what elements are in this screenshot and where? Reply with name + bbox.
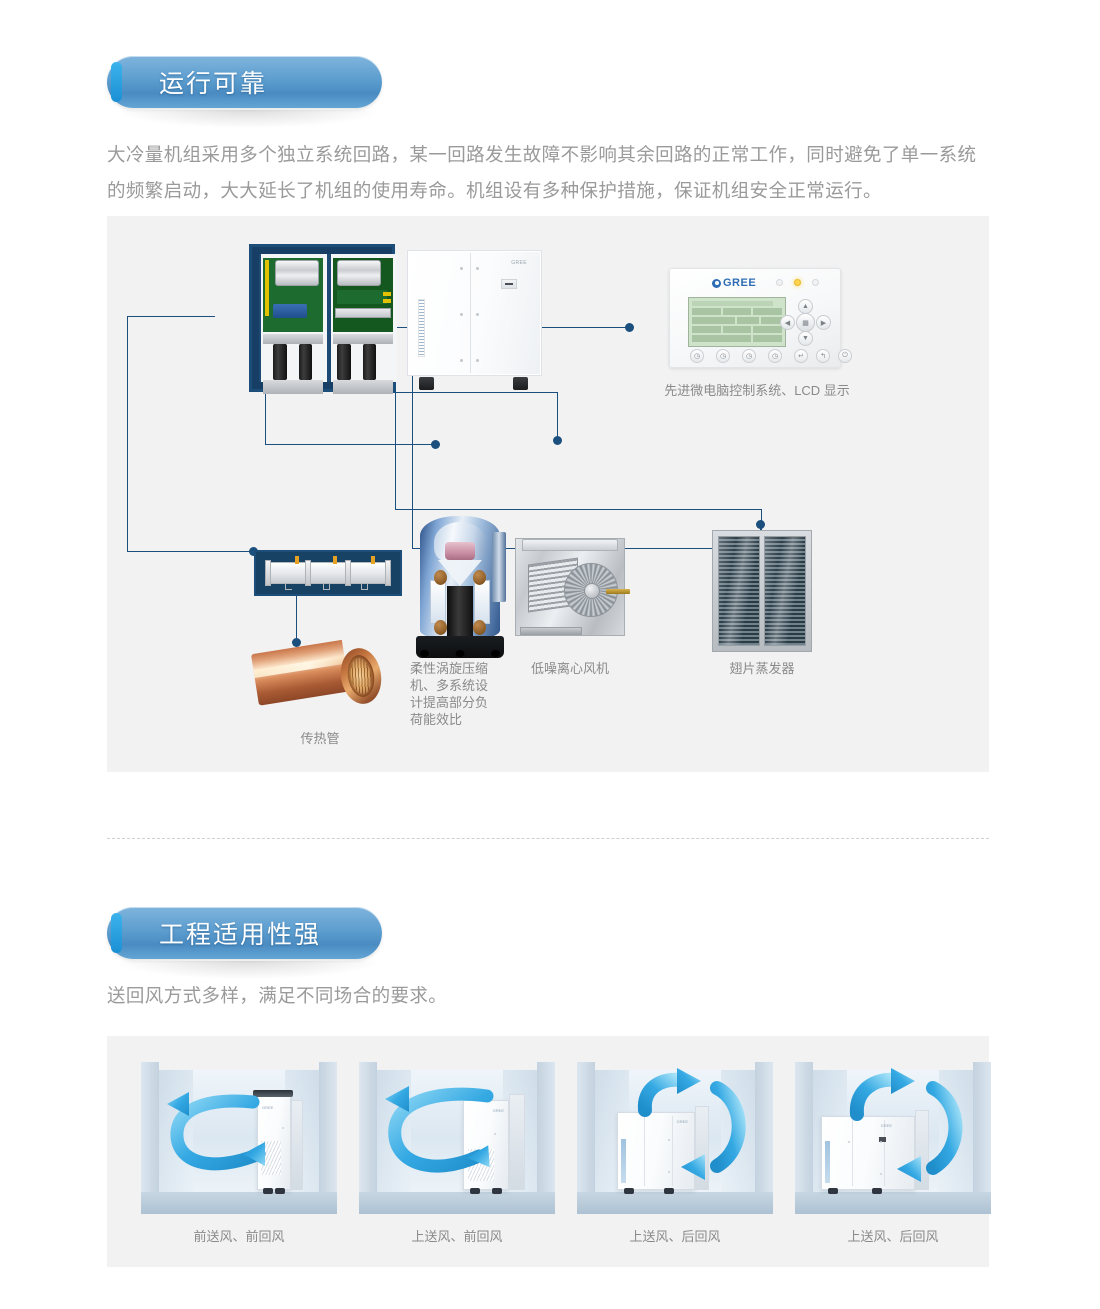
gree-mark-icon bbox=[712, 278, 721, 288]
section-2-title: 工程适用性强 bbox=[159, 921, 322, 949]
power-button[interactable]: ⏻ bbox=[838, 349, 852, 363]
section-2-paragraph: 送回风方式多样，满足不同场合的要求。 bbox=[107, 985, 448, 1006]
badge-pill: 工程适用性强 bbox=[107, 907, 382, 962]
connector-line bbox=[395, 509, 761, 510]
dpad-center-button[interactable]: ▦ bbox=[796, 313, 815, 332]
connector-line bbox=[127, 551, 259, 552]
airflow-arrow-1 bbox=[167, 1092, 266, 1171]
function-button[interactable]: ◷ bbox=[690, 349, 704, 363]
indoor-unit: GREE bbox=[463, 1100, 509, 1194]
enter-button[interactable]: ↵ bbox=[794, 349, 808, 363]
section-1-title: 运行可靠 bbox=[159, 70, 268, 98]
scroll-compressor-image bbox=[412, 506, 508, 658]
connector-line bbox=[395, 272, 396, 509]
section-1-paragraph: 大冷量机组采用多个独立系统回路，某一回路发生故障不影响其余回路的正常工作，同时避… bbox=[107, 144, 977, 201]
connector-line bbox=[127, 316, 215, 317]
badge-shadow bbox=[117, 110, 379, 128]
caption-controller: 先进微电脑控制系统、LCD 显示 bbox=[664, 383, 850, 398]
section-2-airflow-panel: GREE 前送风、前回风 bbox=[107, 1036, 991, 1267]
copper-heat-tube-image bbox=[250, 639, 386, 720]
centrifugal-fan-image bbox=[515, 530, 630, 652]
caption-airflow-4: 上送风、后回风 bbox=[847, 1229, 939, 1244]
airflow-arrow-2 bbox=[385, 1086, 494, 1173]
airflow-diagram-1: GREE bbox=[141, 1062, 337, 1214]
connector-dot bbox=[625, 323, 634, 332]
airflow-arrow-3 bbox=[637, 1068, 746, 1180]
lcd-controller-image: GREE ▲ ◀ ▦ ▶ ▼ ◷ ◷ ◷ ◷ ↵ bbox=[669, 268, 852, 368]
dpad-up-button[interactable]: ▲ bbox=[798, 299, 813, 314]
connector-dot bbox=[553, 436, 562, 445]
caption-airflow-2: 上送风、前回风 bbox=[411, 1229, 503, 1244]
indoor-unit: GREE bbox=[617, 1112, 695, 1194]
lcd-display bbox=[688, 297, 786, 347]
outdoor-unit-image: GREE bbox=[407, 250, 542, 390]
gree-wordmark: GREE bbox=[723, 277, 757, 289]
indoor-unit: GREE bbox=[257, 1096, 291, 1194]
badge-accent-bar bbox=[111, 913, 122, 953]
power-led bbox=[794, 279, 801, 286]
section-1-diagram-panel: GREE GREE bbox=[107, 216, 989, 772]
indoor-unit: GREE bbox=[821, 1116, 915, 1194]
function-button[interactable]: ◷ bbox=[768, 349, 782, 363]
airflow-diagram-4: GREE bbox=[795, 1062, 991, 1214]
connector-line bbox=[127, 316, 128, 551]
connector-dot bbox=[431, 440, 440, 449]
airflow-diagram-3: GREE bbox=[577, 1062, 773, 1214]
connector-line bbox=[296, 594, 297, 642]
caption-fan: 低噪离心风机 bbox=[530, 661, 609, 676]
badge-pill: 运行可靠 bbox=[107, 56, 382, 111]
section-divider bbox=[107, 838, 989, 839]
dpad-left-button[interactable]: ◀ bbox=[780, 315, 795, 330]
gree-logo: GREE bbox=[712, 277, 756, 289]
fin-evaporator-image bbox=[712, 530, 812, 652]
connector-dot bbox=[292, 638, 301, 647]
airflow-diagram-2: GREE bbox=[359, 1062, 555, 1214]
alarm-led bbox=[812, 279, 819, 286]
connector-line bbox=[375, 392, 557, 393]
function-button[interactable]: ◷ bbox=[742, 349, 756, 363]
electrical-cabinet-image bbox=[249, 244, 397, 394]
badge-accent-bar bbox=[111, 62, 122, 102]
caption-compressor: 柔性涡旋压缩机、多系统设计提高部分负荷能效比 bbox=[410, 661, 489, 727]
dpad-right-button[interactable]: ▶ bbox=[816, 315, 831, 330]
dpad-down-button[interactable]: ▼ bbox=[798, 331, 813, 346]
caption-airflow-1: 前送风、前回风 bbox=[193, 1229, 285, 1244]
back-button[interactable]: ↰ bbox=[816, 349, 830, 363]
caption-evaporator: 翅片蒸发器 bbox=[729, 661, 795, 676]
badge-shadow bbox=[117, 961, 379, 979]
heat-exchanger-panel-image bbox=[254, 550, 402, 596]
connector-line bbox=[557, 392, 558, 440]
airflow-arrow-4 bbox=[849, 1068, 963, 1182]
section-2-badge: 工程适用性强 bbox=[107, 907, 382, 979]
status-led bbox=[776, 279, 783, 286]
connector-line bbox=[412, 272, 413, 548]
connector-line bbox=[265, 444, 435, 445]
function-button[interactable]: ◷ bbox=[716, 349, 730, 363]
connector-dot bbox=[756, 520, 765, 529]
section-1-badge: 运行可靠 bbox=[107, 56, 382, 128]
caption-airflow-3: 上送风、后回风 bbox=[629, 1229, 721, 1244]
caption-heat-tube: 传热管 bbox=[300, 731, 340, 746]
connector-dot bbox=[249, 547, 258, 556]
